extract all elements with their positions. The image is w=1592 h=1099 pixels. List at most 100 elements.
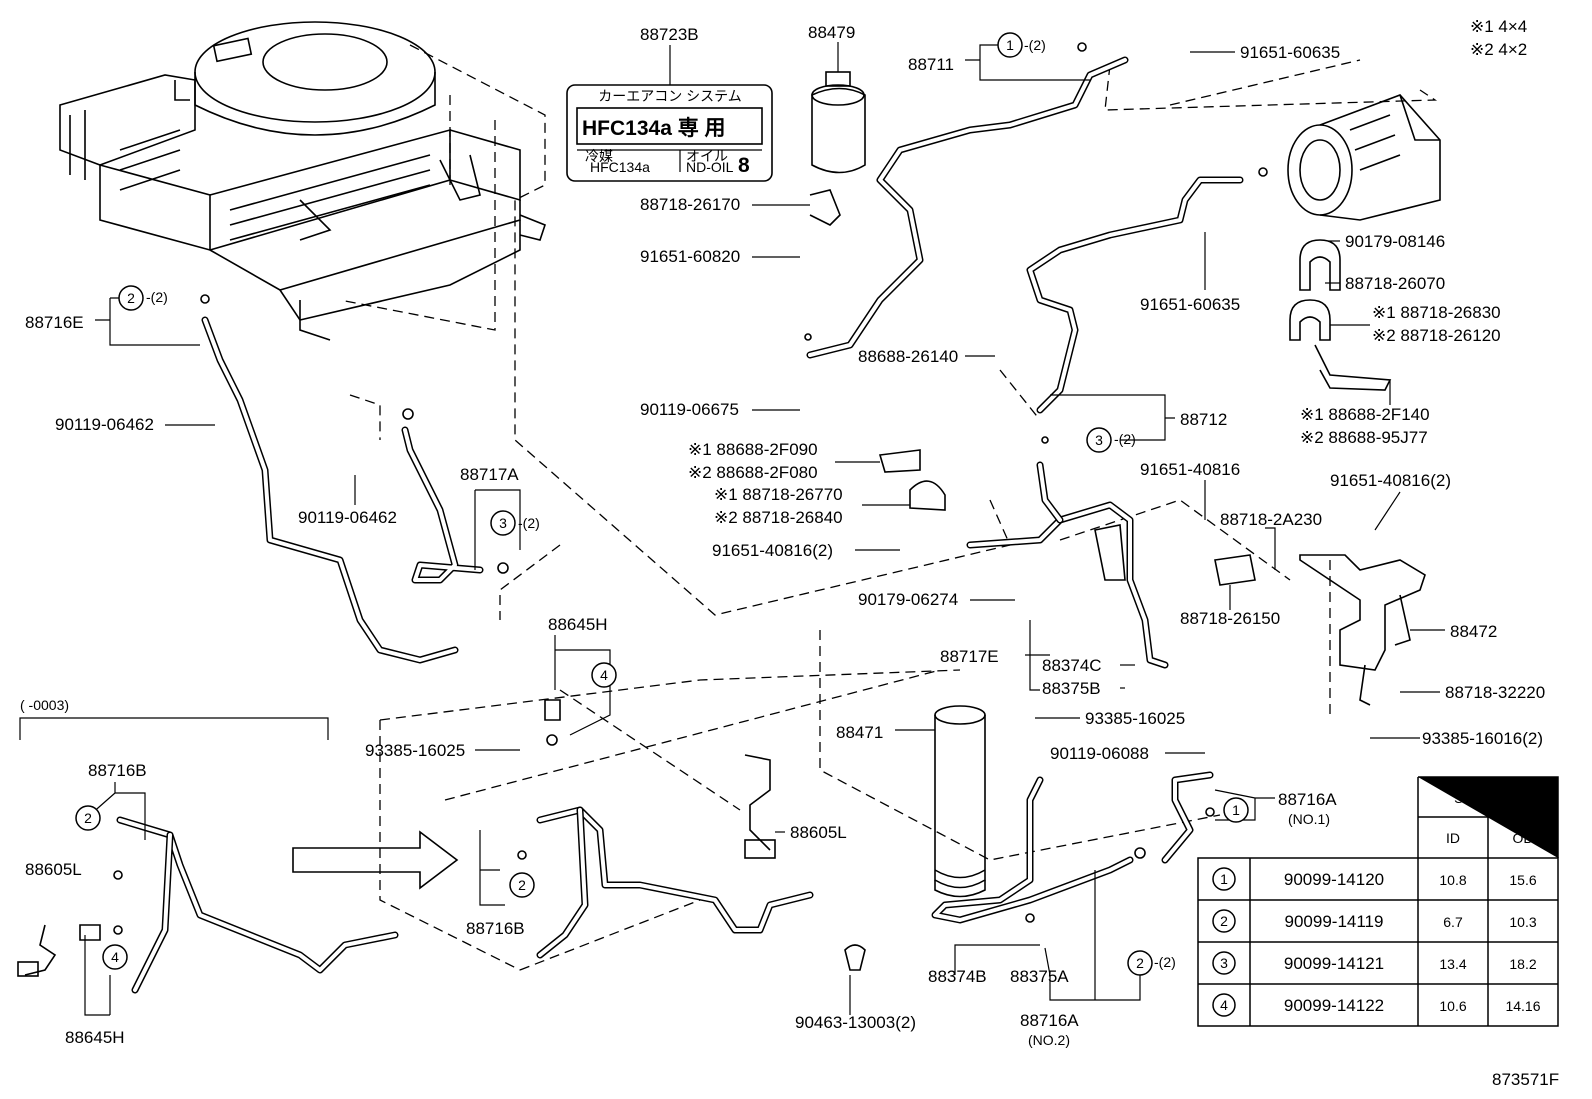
part-91651-40816-2b: 91651-40816(2) [1330, 471, 1451, 490]
refrigerant-pipes [17, 56, 1244, 994]
label-card-small-2: HFC134a [590, 159, 650, 175]
size-row-part: 90099-14121 [1284, 954, 1384, 973]
size-row-mark: 3 [1220, 955, 1228, 971]
marker-1: 1 [1006, 37, 1014, 53]
components [79, 71, 1441, 971]
part-88688-2F090: ※1 88688-2F090 [688, 440, 818, 459]
marker-4: 4 [600, 667, 608, 683]
label-card-88723B: カーエアコン システム HFC134a 専 用 冷媒 HFC134a オイル N… [566, 45, 773, 182]
size-row-od: 15.6 [1509, 872, 1536, 888]
size-row-mark: 4 [1220, 997, 1228, 1013]
part-88711: 88711 [908, 55, 954, 74]
part-90119-06462-a: 90119-06462 [55, 415, 154, 434]
part-88374B: 88374B [928, 967, 987, 986]
marker-3: 3 [499, 515, 507, 531]
part-88723B: 88723B [640, 25, 699, 44]
part-88472: 88472 [1450, 622, 1497, 641]
size-row-part: 90099-14119 [1285, 912, 1384, 931]
marker-2: 2 [518, 877, 526, 893]
label-card-small-4: ND-OIL [686, 159, 734, 175]
part-91651-40816: 91651-40816 [1140, 460, 1240, 479]
size-row-mark: 1 [1220, 871, 1228, 887]
leader-lines [84, 42, 1445, 1016]
production-range: ( -0003) [20, 697, 69, 713]
label-card-oil-no: 8 [738, 154, 750, 177]
note-4x2: ※2 4×2 [1470, 40, 1527, 59]
part-88645H-b: 88645H [65, 1028, 125, 1047]
part-88717A-seal: -(2) [518, 515, 540, 531]
part-88645H-a: 88645H [548, 615, 608, 634]
part-88718-26150: 88718-26150 [1180, 609, 1280, 628]
part-88688-2F140: ※1 88688-2F140 [1300, 405, 1430, 424]
size-row-od: 18.2 [1509, 956, 1536, 972]
part-88718-2A230: 88718-2A230 [1220, 510, 1322, 529]
part-90119-06675: 90119-06675 [640, 400, 739, 419]
size-table-row: 1 90099-14120 10.8 15.6 [1212, 867, 1537, 891]
part-88716A-2: 88716A [1020, 1011, 1079, 1030]
part-88718-26770: ※1 88718-26770 [714, 485, 843, 504]
seal-size-table: SIZE (mm) ID OD 1 90099-14120 10.8 15.6 … [1197, 776, 1559, 1027]
part-88717A: 88717A [460, 465, 519, 484]
part-88712: 88712 [1180, 410, 1227, 429]
part-93385-16016: 93385-16016(2) [1422, 729, 1543, 748]
size-row-part: 90099-14120 [1284, 870, 1384, 889]
part-90119-06088: 90119-06088 [1050, 744, 1149, 763]
seal-markers: 1 2 3 3 4 2 1 2 4 2 [75, 32, 1268, 976]
part-91651-60635-b: 91651-60635 [1140, 295, 1240, 314]
part-90179-08146: 90179-08146 [1345, 232, 1445, 251]
marker-2: 2 [127, 290, 135, 306]
part-88716B-b: 88716B [466, 919, 525, 938]
label-card-header: カーエアコン システム [598, 88, 741, 104]
label-card-small-3: オイル [686, 148, 728, 164]
marker-1: 1 [1232, 802, 1240, 818]
part-88716E: 88716E [25, 313, 84, 332]
part-labels: ※1 4×4 ※2 4×2 88723B 88479 88711 -(2) 91… [20, 17, 1559, 1089]
label-card-small-1: 冷媒 [585, 148, 613, 164]
part-88374C: 88374C [1042, 656, 1102, 675]
size-table-col-id: ID [1446, 830, 1460, 846]
part-88711-seal: -(2) [1024, 37, 1046, 53]
part-88716A-1: 88716A [1278, 790, 1337, 809]
part-88718-32220: 88718-32220 [1445, 683, 1545, 702]
part-93385-16025-a: 93385-16025 [365, 741, 465, 760]
size-table-row: 3 90099-14121 13.4 18.2 [1212, 951, 1537, 975]
marker-3: 3 [1095, 432, 1103, 448]
drawing-number: 873571F [1492, 1070, 1559, 1089]
size-row-id: 10.6 [1439, 998, 1466, 1014]
part-88605L-b: 88605L [790, 823, 847, 842]
part-88718-26070: 88718-26070 [1345, 274, 1445, 293]
part-91651-60820: 91651-60820 [640, 247, 740, 266]
inset-bracket [19, 717, 329, 740]
size-table-row: 4 90099-14122 10.6 14.16 [1212, 993, 1541, 1017]
part-88718-26120: ※2 88718-26120 [1372, 326, 1501, 345]
part-88688-2F080: ※2 88688-2F080 [688, 463, 818, 482]
part-88716E-seal: -(2) [146, 289, 168, 305]
part-88716A-1-sub: (NO.1) [1288, 811, 1330, 827]
part-88717E: 88717E [940, 647, 999, 666]
dashed-assembly-lines [339, 44, 1438, 971]
marker-2: 2 [1136, 955, 1144, 971]
part-88718-26830: ※1 88718-26830 [1372, 303, 1501, 322]
part-91651-40816-2a: 91651-40816(2) [712, 541, 833, 560]
size-row-od: 14.16 [1505, 998, 1540, 1014]
part-88471: 88471 [836, 723, 883, 742]
part-88688-26140: 88688-26140 [858, 347, 958, 366]
marker-4: 4 [111, 949, 119, 965]
part-88716A-2-sub: (NO.2) [1028, 1032, 1070, 1048]
part-88718-26170: 88718-26170 [640, 195, 740, 214]
marker-2: 2 [84, 810, 92, 826]
size-row-id: 6.7 [1443, 914, 1463, 930]
size-row-id: 13.4 [1439, 956, 1466, 972]
part-90179-06274: 90179-06274 [858, 590, 958, 609]
part-88605L-a: 88605L [25, 860, 82, 879]
size-table-header: SIZE (mm) [1454, 790, 1522, 806]
part-88375B: 88375B [1042, 679, 1101, 698]
part-88479: 88479 [808, 23, 855, 42]
part-88718-26840: ※2 88718-26840 [714, 508, 843, 527]
size-row-id: 10.8 [1439, 872, 1466, 888]
part-88716B-a: 88716B [88, 761, 147, 780]
part-90119-06462-b: 90119-06462 [298, 508, 397, 527]
part-88375A: 88375A [1010, 967, 1069, 986]
size-table-col-od: OD [1513, 830, 1534, 846]
